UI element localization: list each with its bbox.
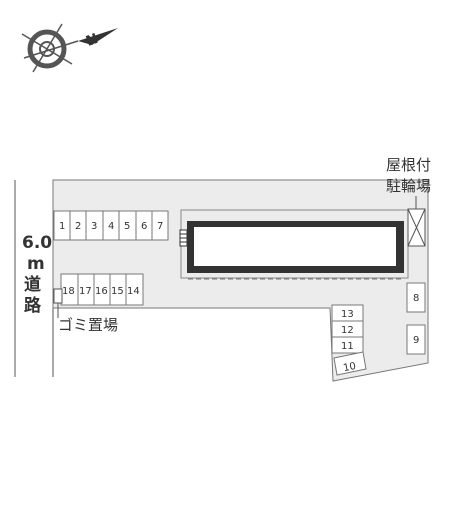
garbage-area-label: ゴミ置場 <box>58 316 118 334</box>
parking-space-9 <box>406 324 426 355</box>
road-label-char1: 道 <box>24 274 41 295</box>
parking-space-label: 5 <box>124 221 130 232</box>
garbage-area-box <box>53 288 63 304</box>
parking-space-label: 9 <box>413 335 419 346</box>
parking-space-label: 2 <box>75 221 81 232</box>
parking-space-label: 15 <box>111 286 124 297</box>
building <box>179 209 409 280</box>
bicycle-parking-label-line2: 駐輪場 <box>386 177 431 195</box>
parking-space-label: 7 <box>157 221 163 232</box>
bicycle-parking-label-line1: 屋根付 <box>386 156 431 174</box>
stairs-icon <box>179 229 188 247</box>
parking-space-label: 17 <box>79 286 92 297</box>
parking-space-label: 1 <box>59 221 65 232</box>
parking-space-label: 13 <box>341 309 354 320</box>
parking-space-label: 6 <box>141 221 147 232</box>
parking-space-8 <box>406 282 426 313</box>
parking-space-label: 14 <box>127 286 140 297</box>
parking-space-label: 12 <box>341 325 354 336</box>
parking-center-column <box>331 304 367 376</box>
parking-space-label: 8 <box>413 293 419 304</box>
parking-top-dividers <box>69 211 153 240</box>
parking-bottom-row <box>60 273 144 306</box>
parking-space-label: 4 <box>108 221 114 232</box>
parking-space-label: 11 <box>341 341 354 352</box>
road-label-char2: 路 <box>24 295 42 316</box>
compass-north-label: N <box>84 31 100 50</box>
road-width-label: 6.0 <box>22 233 52 253</box>
compass-icon <box>21 23 118 73</box>
parking-top-row <box>53 210 169 241</box>
parking-space-label: 16 <box>95 286 108 297</box>
parking-space-label: 18 <box>62 286 75 297</box>
road-unit-label: m <box>27 254 45 274</box>
bicycle-parking-box <box>407 208 426 247</box>
parking-space-label: 10 <box>342 361 357 374</box>
parking-space-label: 3 <box>91 221 97 232</box>
